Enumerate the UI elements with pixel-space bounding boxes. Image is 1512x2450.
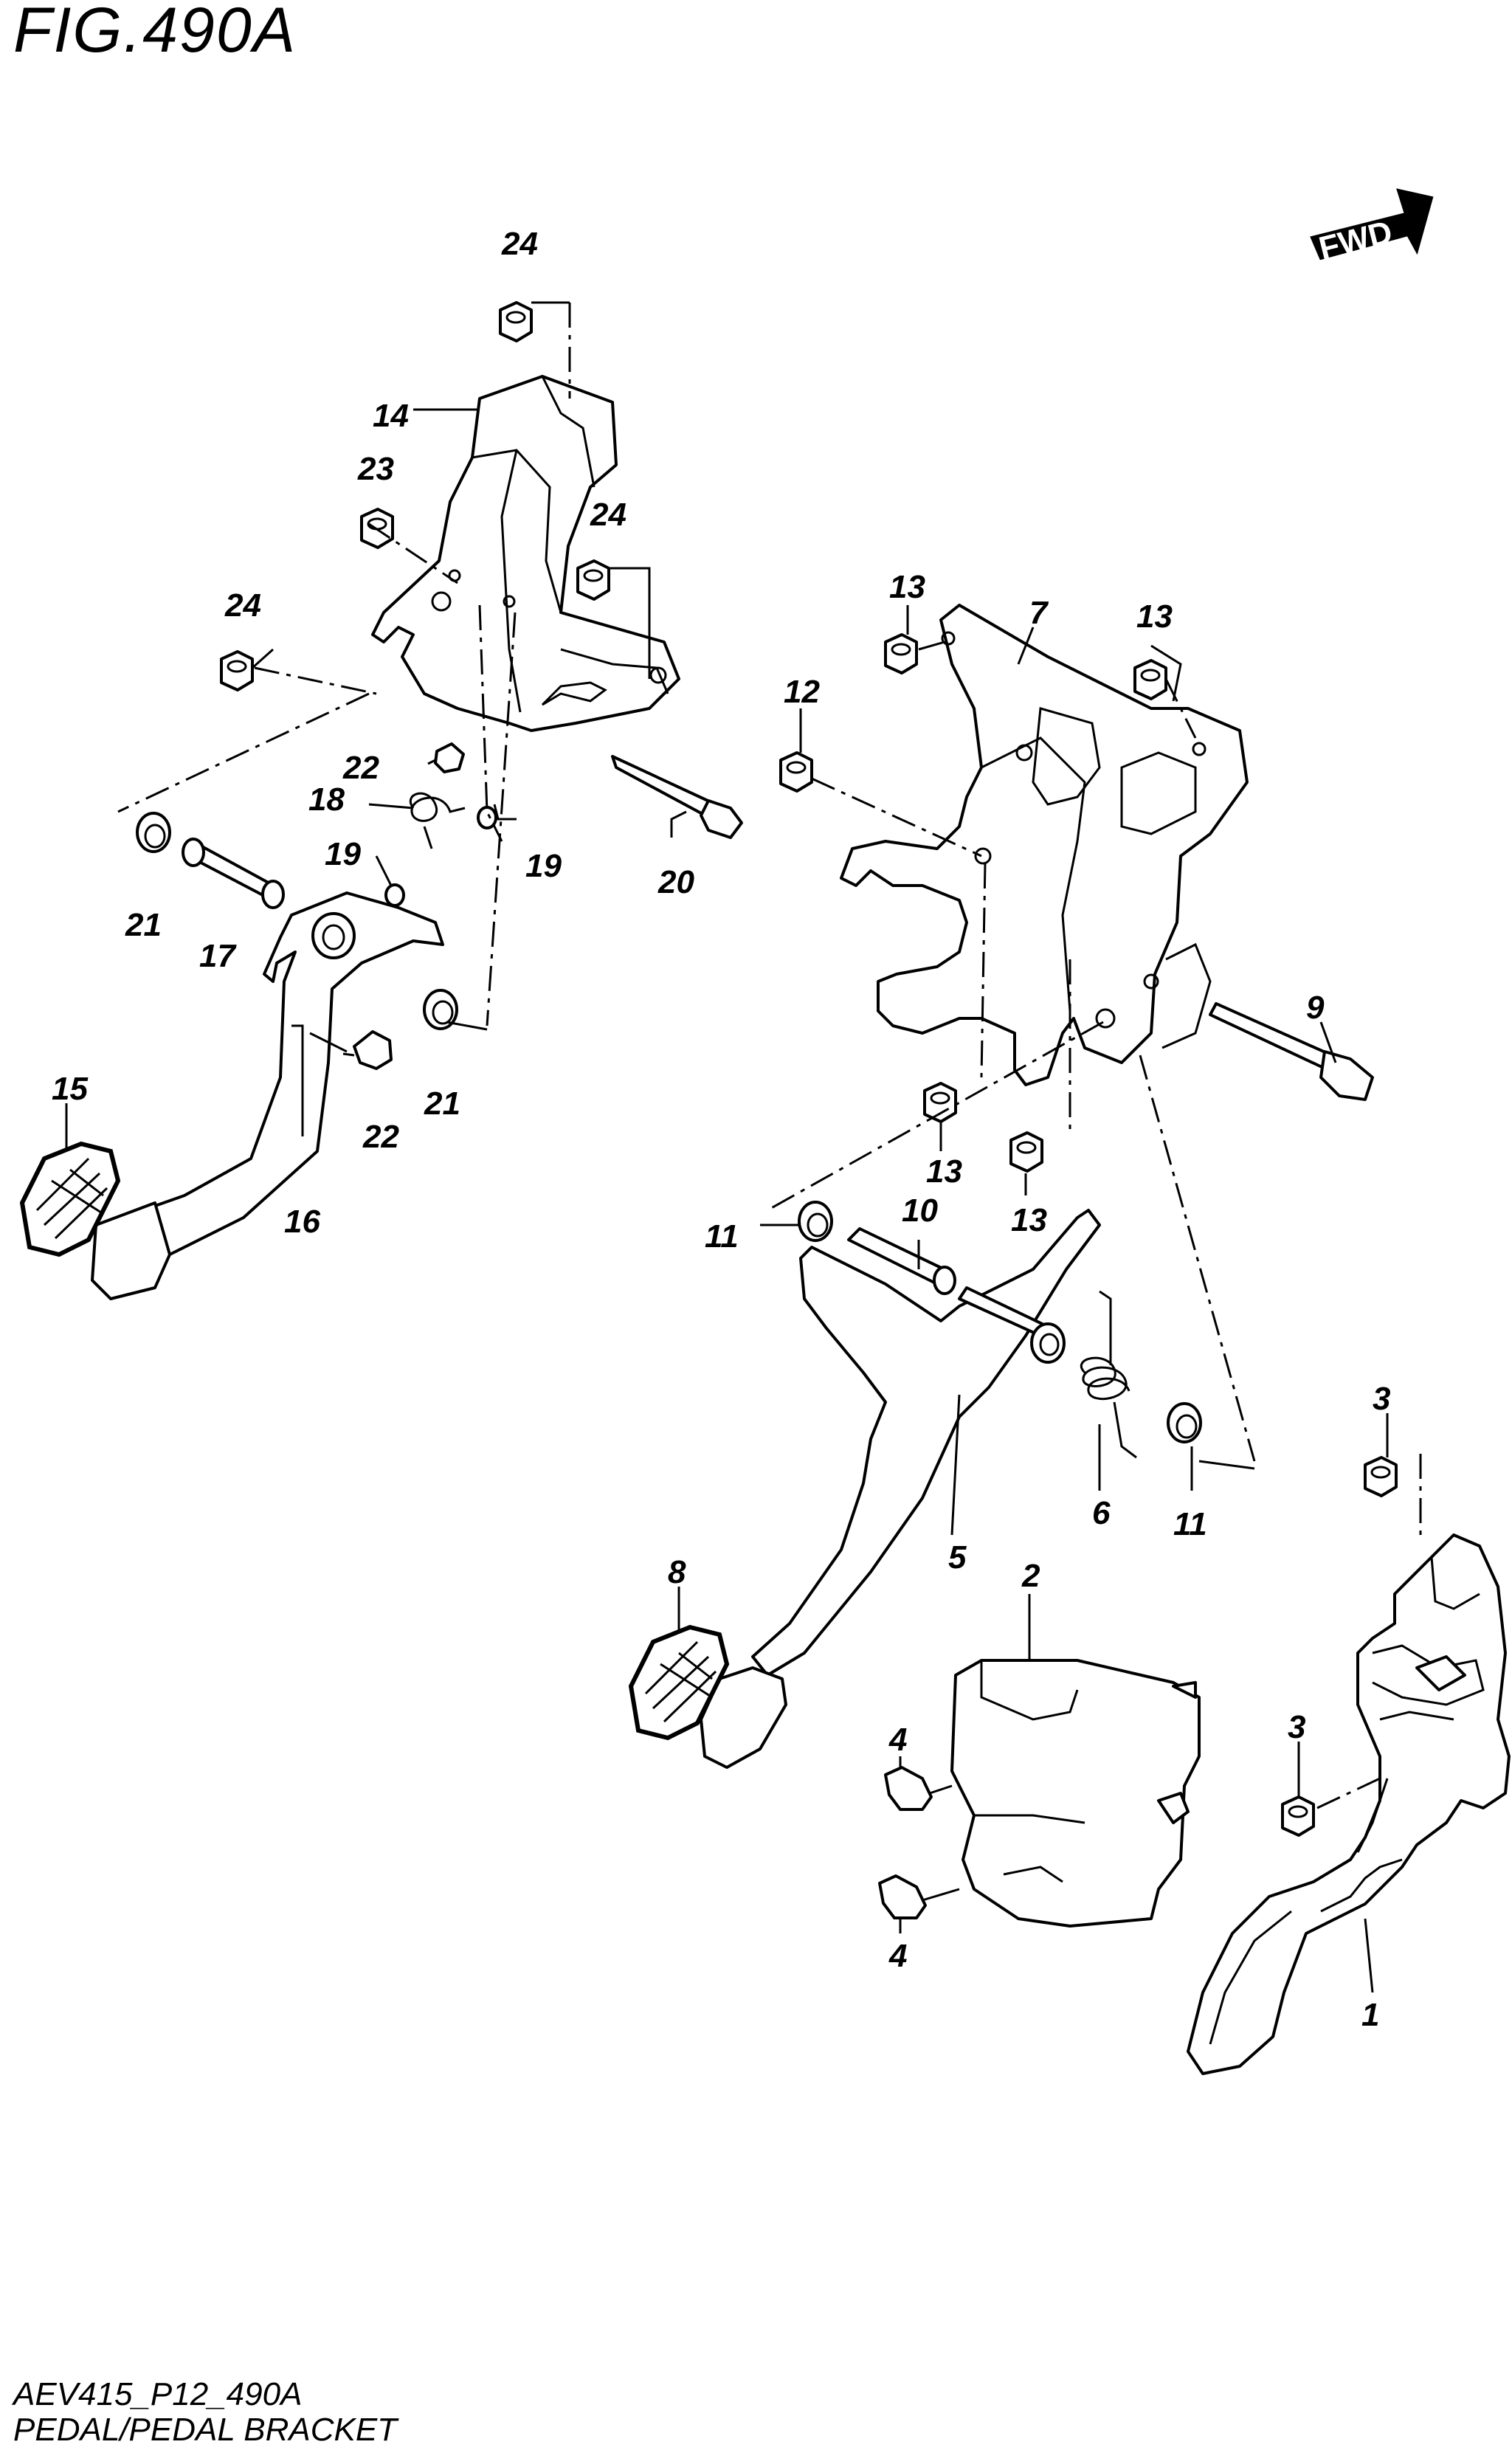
assembly-line-j <box>767 1021 1104 1212</box>
pedal-pad-15 <box>19 1141 121 1257</box>
callout-17: 17 <box>199 938 237 974</box>
assembly-line-g <box>811 777 982 858</box>
callout-3-lower: 3 <box>1288 1709 1305 1745</box>
clip-4-upper <box>884 1766 933 1811</box>
callout-4-upper: 4 <box>888 1722 907 1758</box>
callout-12: 12 <box>784 674 820 710</box>
callout-15: 15 <box>52 1071 88 1107</box>
callout-24-mid: 24 <box>590 497 626 533</box>
assembly-line-f <box>486 612 517 1026</box>
pedal-pad-8 <box>628 1624 730 1741</box>
callout-1: 1 <box>1361 1997 1379 2033</box>
figure-title: FIG.490A <box>13 0 297 66</box>
bushing-21-right <box>423 989 458 1030</box>
callout-numbers: 24 14 23 24 24 22 18 19 19 20 21 17 21 2… <box>52 226 1390 2033</box>
callout-20: 20 <box>657 864 694 900</box>
bolt-20 <box>611 755 743 839</box>
nut-13-top-right <box>1133 659 1167 700</box>
bolt-22-upper <box>434 742 465 773</box>
assembly-line-d <box>117 692 370 813</box>
callout-18: 18 <box>308 781 345 818</box>
callout-13-c: 13 <box>926 1153 962 1190</box>
cover-2 <box>950 1659 1201 1928</box>
callout-22-lower: 22 <box>362 1119 399 1155</box>
callout-9: 9 <box>1306 990 1325 1026</box>
assembly-line-o <box>1316 1777 1381 1809</box>
callout-3-upper: 3 <box>1373 1381 1390 1417</box>
callout-16: 16 <box>284 1204 320 1240</box>
callout-24-top: 24 <box>501 226 538 262</box>
callout-8: 8 <box>668 1554 686 1590</box>
callout-11-left: 11 <box>705 1218 739 1255</box>
assembly-line-k <box>980 863 987 1078</box>
clip-4-lower <box>878 1874 927 1919</box>
pedal-arm-16 <box>91 891 444 1300</box>
callout-7: 7 <box>1029 595 1049 631</box>
clip-19-right <box>477 806 497 829</box>
nut-24-mid <box>576 559 610 601</box>
callout-23: 23 <box>357 451 394 487</box>
figure-caption: PEDAL/PEDAL BRACKET <box>13 2412 398 2448</box>
nut-24-left <box>220 650 254 691</box>
callout-13-a: 13 <box>889 569 925 605</box>
nut-3-lower <box>1281 1795 1315 1837</box>
clip-19-left <box>384 883 405 907</box>
callout-11-right: 11 <box>1173 1506 1207 1542</box>
fwd-label: FWD <box>1316 214 1396 267</box>
bushing-11-left <box>798 1201 833 1242</box>
callout-21-right: 21 <box>424 1086 460 1122</box>
callout-13-d: 13 <box>1011 1202 1047 1238</box>
callout-4-lower: 4 <box>888 1938 907 1974</box>
callout-24-left: 24 <box>224 587 261 624</box>
assembly-line-e <box>478 604 503 842</box>
fwd-arrow-badge: FWD <box>1310 188 1434 267</box>
callout-13-b: 13 <box>1136 598 1173 635</box>
pin-17 <box>182 838 285 909</box>
assembly-line-h <box>918 641 945 651</box>
callout-19-left: 19 <box>325 836 361 872</box>
bolt-9 <box>1209 1002 1374 1101</box>
callout-22-upper: 22 <box>342 750 379 786</box>
bushing-21-left <box>136 812 171 853</box>
nut-12 <box>779 751 813 793</box>
leader-lines <box>65 301 1389 1993</box>
pedal-arm-5 <box>700 1209 1101 1769</box>
bolt-22-lower <box>342 1030 393 1070</box>
callout-19-right: 19 <box>525 848 562 884</box>
assembly-line-m <box>1139 1055 1256 1462</box>
assembly-line-c <box>254 666 377 695</box>
callout-2: 2 <box>1021 1558 1040 1594</box>
figure-code: AEV415_P12_490A <box>13 2376 303 2412</box>
callout-10: 10 <box>902 1193 938 1229</box>
part-14-bracket <box>371 375 680 732</box>
nut-3-upper <box>1364 1456 1398 1497</box>
nut-24-top <box>499 301 533 342</box>
bushing-11-right <box>1167 1402 1202 1443</box>
spring-6 <box>1080 1290 1137 1459</box>
assembly-line-i <box>1164 678 1197 739</box>
part-7-bracket <box>840 604 1249 1086</box>
nut-13-low-right <box>1009 1131 1043 1173</box>
assembly-line-b <box>368 522 458 584</box>
pin-10 <box>847 1227 956 1295</box>
callout-5: 5 <box>948 1539 967 1576</box>
callout-14: 14 <box>373 398 409 434</box>
callout-6: 6 <box>1092 1495 1111 1531</box>
nut-13-top-left <box>884 633 918 674</box>
accelerator-pedal-1 <box>1187 1533 1511 2075</box>
nut-13-low-left <box>923 1082 957 1123</box>
callout-21-left: 21 <box>125 907 162 943</box>
spring-18 <box>409 792 466 849</box>
